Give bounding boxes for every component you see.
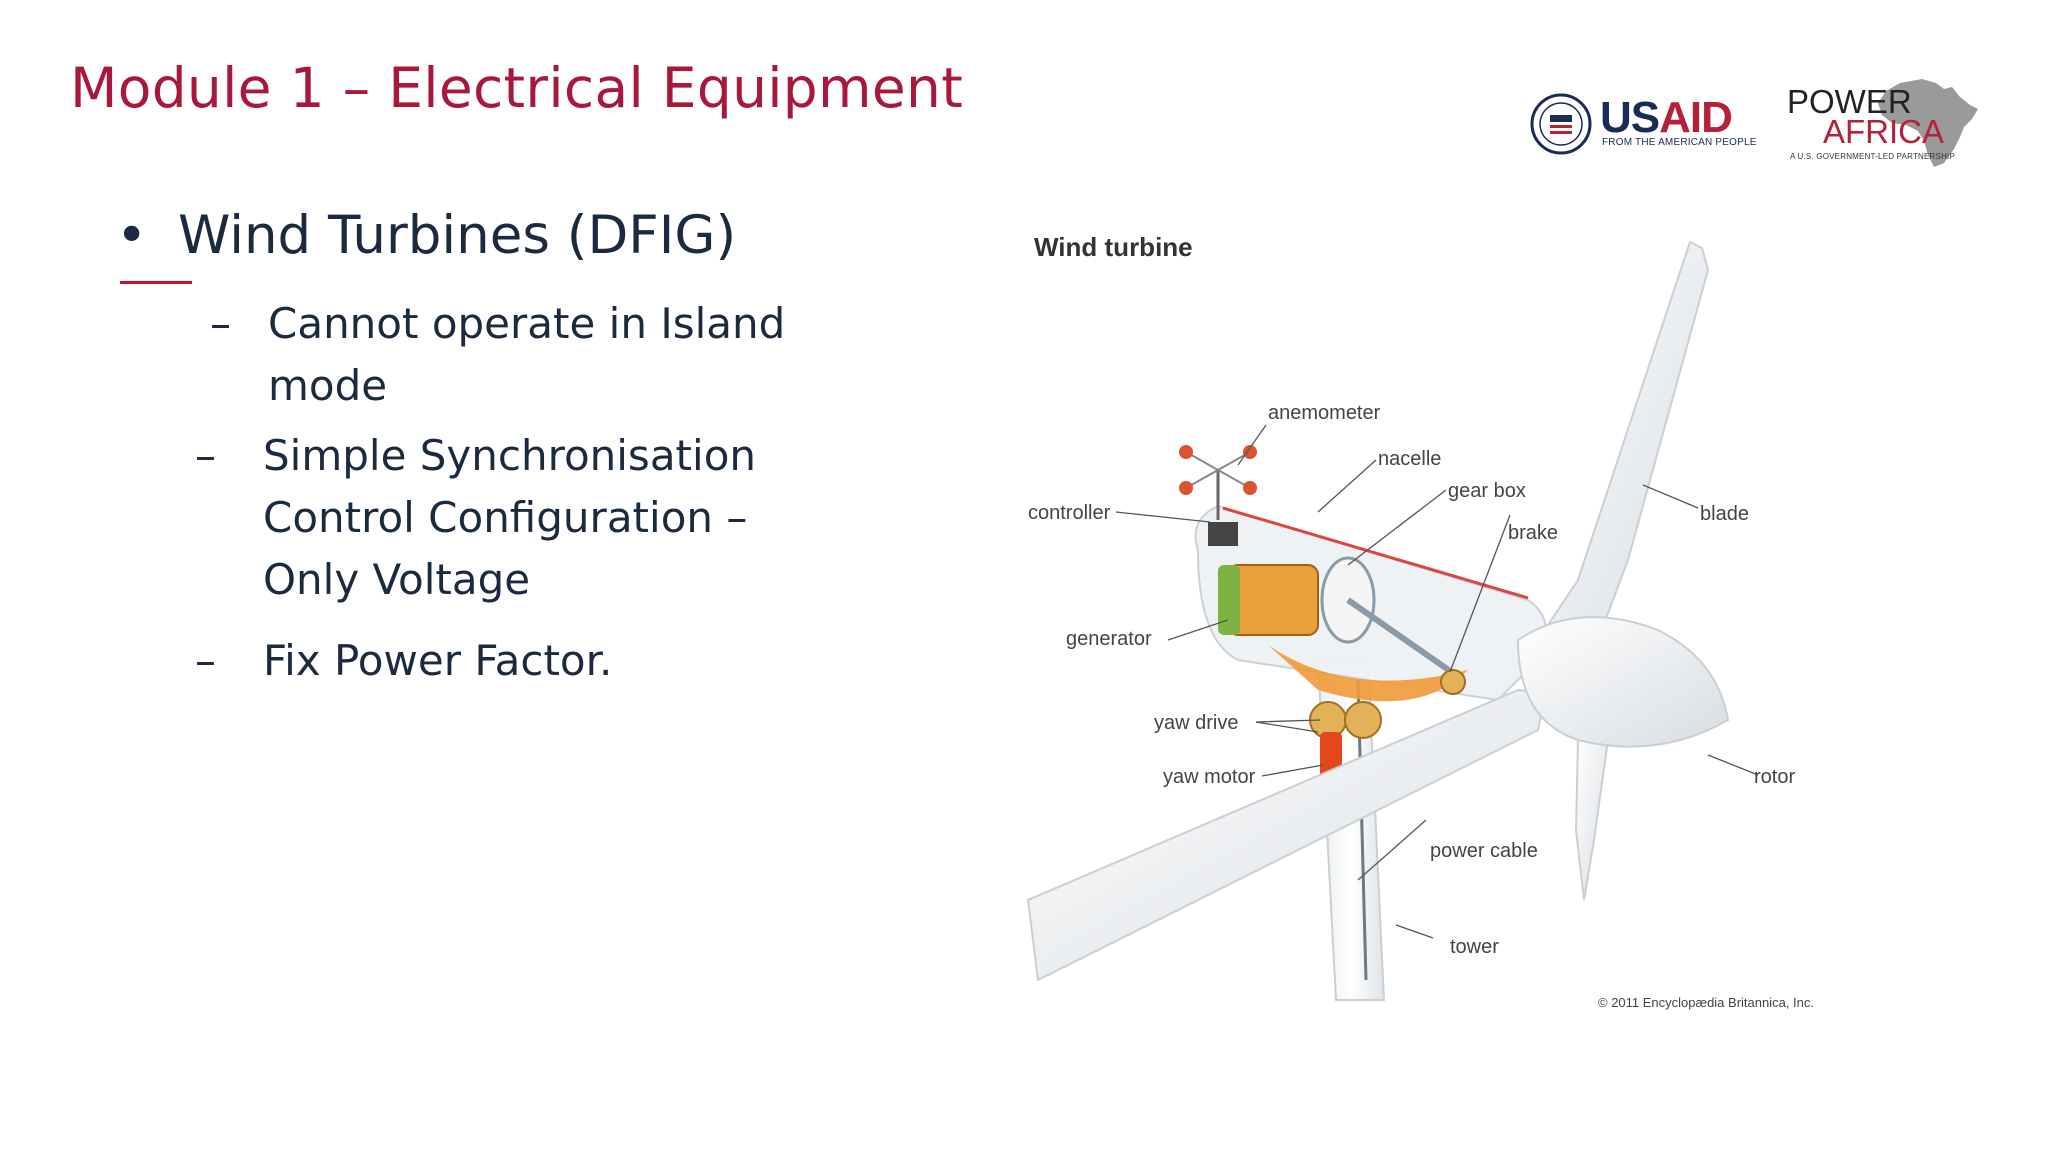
subpoint-text: Simple Synchronisation Control Configura… [263,431,757,604]
blade-bottom [1574,739,1610,901]
usaid-seal-icon [1530,93,1592,155]
wind-turbine-illustration [1026,240,1759,1001]
generator-shape [1227,564,1319,636]
label-gear-box: gear box [1448,480,1526,502]
label-generator: generator [1066,628,1152,650]
wind-turbine-figure: Wind turbine anemometer nacelle controll… [1018,220,1898,1020]
brake-shape [1440,669,1466,695]
dash: – [195,636,216,685]
dash: – [195,431,216,480]
label-rotor: rotor [1754,766,1796,788]
power-africa-africa: AFRICA [1823,113,1945,150]
usaid-wordmark: USAID [1600,93,1733,142]
label-blade: blade [1700,503,1749,525]
subpoint-text: Fix Power Factor. [263,636,613,685]
accent-underline [120,281,192,284]
controller-shape [1208,522,1238,546]
rotor-shape [1516,616,1730,748]
label-controller: controller [1028,502,1111,524]
usaid-tagline: FROM THE AMERICAN PEOPLE [1602,137,1757,148]
subpoint-text: Cannot operate in Island mode [268,299,786,410]
bullet-dot: • [116,205,148,266]
power-africa-power: POWER [1787,83,1912,120]
blade-top [1536,240,1710,641]
label-brake: brake [1508,522,1559,544]
label-power-cable: power cable [1430,840,1538,862]
label-yaw-motor: yaw motor [1163,766,1256,788]
africa-map-icon [1878,79,1978,167]
power-africa-tagline: A U.S. GOVERNMENT-LED PARTNERSHIP [1790,152,1956,161]
nacelle-wiring [1222,506,1529,600]
bullet-heading: Wind Turbines (DFIG) [178,205,737,266]
main-shaft [1346,597,1465,683]
label-tower: tower [1450,936,1499,958]
label-nacelle: nacelle [1378,448,1442,470]
logo-bar: USAID FROM THE AMERICAN PEOPLE POWER AFR… [1530,75,2010,175]
slide-title: Module 1 – Electrical Equipment [70,56,964,120]
yaw-ring [1268,645,1468,702]
anemometer-shape [1179,445,1257,520]
dash: – [210,299,231,348]
label-yaw-drive: yaw drive [1154,712,1239,734]
figure-title: Wind turbine [1034,232,1193,262]
leader-lines [1115,424,1759,939]
label-anemometer: anemometer [1268,402,1381,424]
generator-cap [1218,565,1240,635]
figure-copyright: © 2011 Encyclopædia Britannica, Inc. [1598,995,1815,1010]
